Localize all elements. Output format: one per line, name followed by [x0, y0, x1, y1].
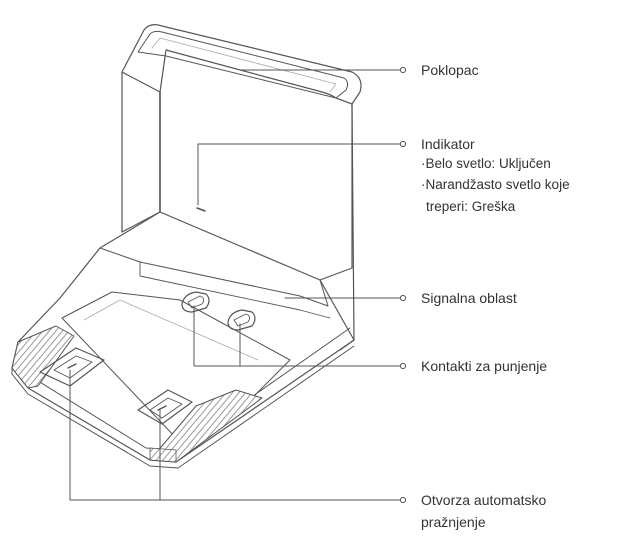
- label-indicator-white-text: Belo svetlo: Uključen: [425, 156, 551, 171]
- charging-contact-left: [181, 291, 210, 313]
- left-ramp-stripes: [11, 325, 75, 389]
- tower-top: [121, 24, 362, 105]
- label-indicator-orange-2: treperi: Greška: [426, 199, 516, 214]
- leader-lines: [69, 66, 407, 504]
- indicator-light: [196, 207, 206, 212]
- label-lid: Poklopac: [421, 62, 479, 78]
- label-auto-empty-2: pražnjenje: [421, 514, 486, 530]
- ramp-inner: [83, 299, 259, 361]
- label-indicator-orange-1: ·Narandžasto svetlo koje: [421, 177, 570, 192]
- label-indicator-white: ·Belo svetlo: Uključen: [421, 156, 551, 171]
- tower-front-right: [159, 91, 353, 281]
- tower: [121, 24, 362, 351]
- label-indicator: Indikator: [421, 136, 475, 152]
- label-auto-empty-1: Otvorza automatsko: [421, 492, 547, 508]
- leader-contacts: [193, 305, 401, 367]
- leader-evacuation: [69, 369, 401, 501]
- lid-inner: [137, 30, 349, 99]
- front-stripes: [149, 447, 177, 463]
- leader-indicator: [197, 143, 401, 206]
- charging-contact-right: [227, 309, 256, 331]
- base-bottom-edge: [11, 345, 355, 469]
- lid-shade: [151, 37, 337, 93]
- label-charging-contacts: Kontakti za punjenje: [421, 358, 548, 374]
- evacuation-port-left: [39, 347, 105, 387]
- evacuation-port-right: [137, 389, 193, 425]
- label-indicator-orange-1-text: Narandžasto svetlo koje: [425, 177, 570, 192]
- base-back-step: [99, 247, 329, 307]
- base-ridge: [139, 261, 331, 319]
- label-signal-area: Signalna oblast: [421, 290, 517, 306]
- tower-front-left: [121, 71, 161, 233]
